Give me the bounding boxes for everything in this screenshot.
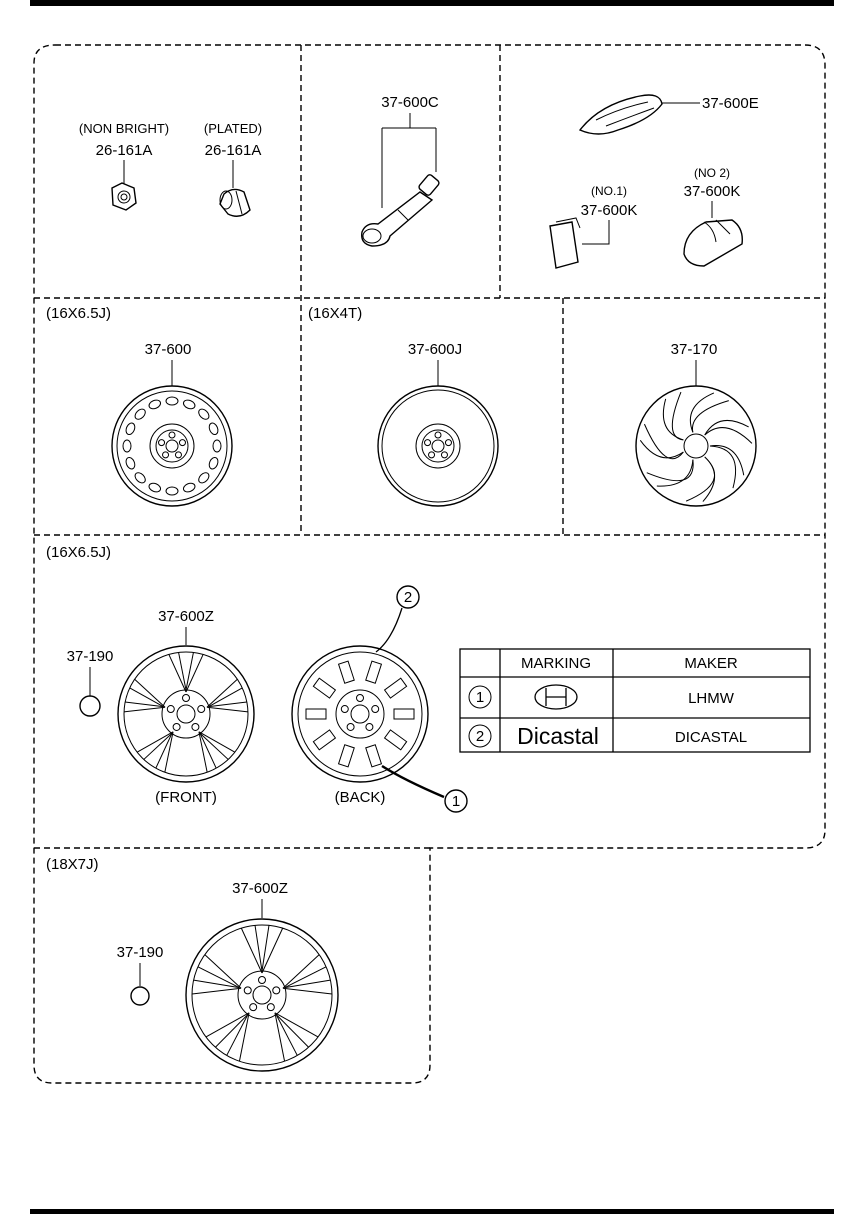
steel-wheel-size: (16X6.5J) [46, 305, 111, 322]
frame [33, 44, 826, 1084]
row2-maker: DICASTAL [675, 729, 747, 746]
nut-plated-number: 26-161A [205, 142, 262, 159]
nut-plated-variant: (PLATED) [204, 121, 262, 136]
callout-2: 2 [375, 585, 420, 653]
alloy16-cap-number: 37-190 [67, 648, 114, 665]
valve-number: 37-600C [381, 94, 439, 111]
alloy16-number: 37-600Z [158, 608, 214, 625]
center-cap-16 [79, 695, 101, 717]
header-maker: MAKER [684, 655, 738, 672]
lug-nut-nonbright: (NON BRIGHT) 26-161A [79, 121, 169, 211]
wheel-cap: 37-170 [635, 341, 757, 507]
nut-nonbright-number: 26-161A [96, 142, 153, 159]
callout-1: 1 [381, 764, 468, 813]
spare-wheel-size: (16X4T) [308, 305, 362, 322]
top-rule [30, 0, 834, 6]
steel-wheel-number: 37-600 [145, 341, 192, 358]
maker-table: MARKING MAKER 1 LHMW 2 Dicastal DICASTAL [459, 648, 811, 753]
wheel-cap-number: 37-170 [671, 341, 718, 358]
alloy16-size: (16X6.5J) [46, 544, 111, 561]
balance-weight-k1: (NO.1) 37-600K [549, 184, 638, 269]
alloy18-number: 37-600Z [232, 880, 288, 897]
alloy-wheel-18: (18X7J) 37-600Z 37-190 [46, 856, 339, 1072]
weight-k2-number: 37-600K [684, 183, 741, 200]
weight-e-number: 37-600E [702, 95, 759, 112]
spare-wheel: (16X4T) 37-600J [308, 305, 499, 507]
alloy-wheel-16: (16X6.5J) 37-600Z 37-190 (FRONT) (BACK) … [46, 544, 811, 813]
bottom-rule [30, 1209, 834, 1214]
header-marking: MARKING [521, 655, 591, 672]
balance-weight-e: 37-600E [578, 94, 759, 135]
center-cap-18 [130, 986, 150, 1006]
row1-maker: LHMW [688, 690, 735, 707]
svg-text:1: 1 [452, 793, 460, 810]
svg-text:2: 2 [404, 589, 412, 606]
dicastal-logo-text: Dicastal [517, 723, 599, 749]
weight-k1-variant: (NO.1) [591, 184, 627, 198]
balance-weight-k2: (NO 2) 37-600K [683, 166, 743, 267]
back-label: (BACK) [335, 789, 386, 806]
weight-k2-variant: (NO 2) [694, 166, 730, 180]
front-label: (FRONT) [155, 789, 217, 806]
lhmw-logo-icon [534, 684, 578, 710]
row2-index: 2 [476, 728, 484, 745]
alloy18-size: (18X7J) [46, 856, 99, 873]
tire-valve: 37-600C [361, 94, 440, 247]
steel-wheel: (16X6.5J) 37-600 [46, 305, 233, 507]
spare-wheel-number: 37-600J [408, 341, 462, 358]
weight-k1-number: 37-600K [581, 202, 638, 219]
lug-nut-plated: (PLATED) 26-161A [204, 121, 262, 217]
alloy18-cap-number: 37-190 [117, 944, 164, 961]
row1-index: 1 [476, 689, 484, 706]
nut-nonbright-variant: (NON BRIGHT) [79, 121, 169, 136]
